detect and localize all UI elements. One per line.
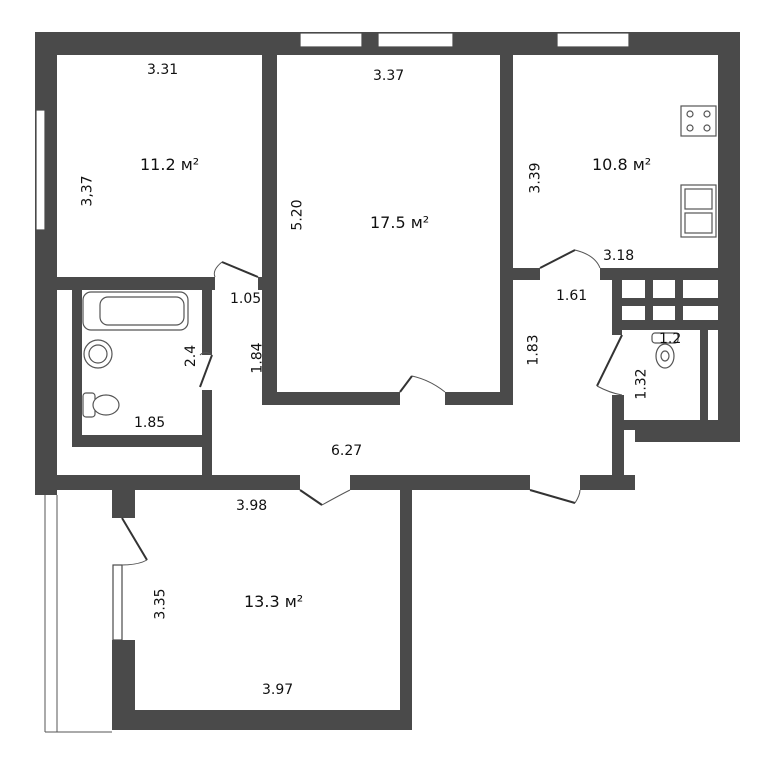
toilet-icon xyxy=(651,332,679,369)
room2-height: 5.20 xyxy=(289,199,306,231)
room4-width-bottom: 3.97 xyxy=(262,682,294,698)
kitchen-sink-icon xyxy=(680,184,717,238)
room1-height: 3,37 xyxy=(79,175,96,207)
windows xyxy=(35,32,630,733)
room3-height: 3.39 xyxy=(527,162,544,194)
wc-height: 1.32 xyxy=(633,368,650,400)
room3-width: 3.18 xyxy=(603,248,635,264)
doors xyxy=(121,249,623,566)
wc-width: 1.2 xyxy=(659,331,682,347)
room4-height: 3.35 xyxy=(152,588,169,620)
walls xyxy=(35,32,740,730)
hall-dim-3: 1.61 xyxy=(556,288,588,304)
room2-width: 3.37 xyxy=(373,68,405,84)
hall-dim-5: 6.27 xyxy=(331,443,363,459)
room2-area: 17.5 м² xyxy=(370,213,430,232)
room4-width-top: 3.98 xyxy=(236,498,268,514)
bathroom-height: 2.4 xyxy=(183,344,200,368)
stove-icon xyxy=(680,105,717,137)
room1-area: 11.2 м² xyxy=(140,155,200,174)
sink-icon xyxy=(83,339,113,369)
toilet-icon xyxy=(82,392,120,418)
fixtures xyxy=(82,105,717,418)
hall-dim-1: 1.05 xyxy=(230,291,262,307)
bathroom-width: 1.85 xyxy=(134,415,166,431)
room3-area: 10.8 м² xyxy=(592,155,652,174)
hall-dim-4: 1.83 xyxy=(525,334,542,366)
hall-dim-2: 1.84 xyxy=(249,342,266,374)
room1-width: 3.31 xyxy=(147,62,179,78)
room4-area: 13.3 м² xyxy=(244,592,304,611)
bathtub-icon xyxy=(82,291,189,331)
